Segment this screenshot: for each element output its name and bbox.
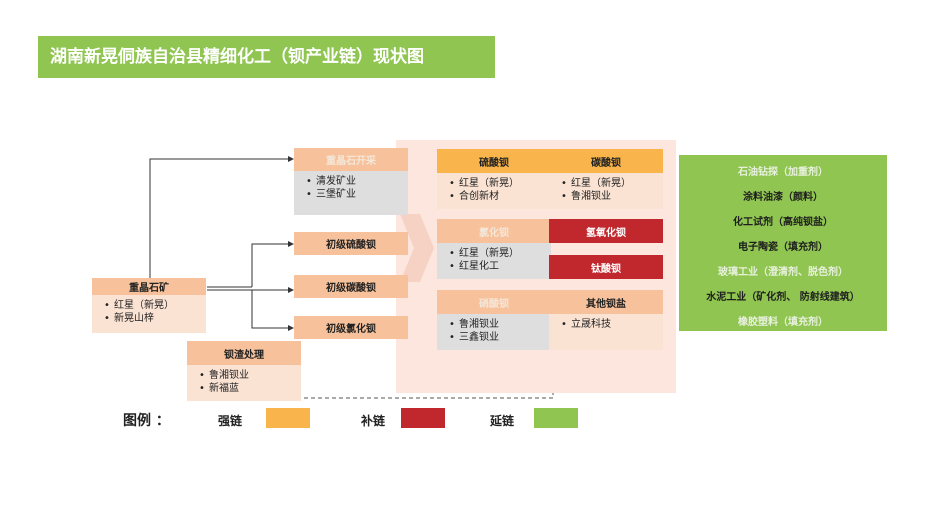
application-item: 石油钻探（加重剂） <box>738 167 828 178</box>
application-item: 化工试剂（高纯钡盐） <box>733 217 833 228</box>
other-salts-body: 立晟科技 <box>549 314 663 350</box>
list-item: 红星（新晃） <box>104 299 206 312</box>
page-title: 湖南新晃侗族自治县精细化工（钡产业链）现状图 <box>38 36 495 78</box>
list-item: 新福蓝 <box>199 382 301 395</box>
application-item: 水泥工业（矿化剂、 防射线建筑） <box>706 292 860 303</box>
list-item: 清发矿业 <box>306 175 408 188</box>
primary-carbonate-box: 初级碳酸钡 <box>294 275 408 298</box>
list-item: 立晟科技 <box>561 318 663 331</box>
other-compound-header: 硝酸钡 <box>437 290 551 314</box>
other-salts-header: 其他钡盐 <box>549 290 663 314</box>
legend-title: 图例 ： <box>123 413 170 429</box>
slag-header: 钡渣处理 <box>187 341 301 365</box>
arrow-to-primary-sulfate <box>251 241 294 287</box>
source-header: 重晶石矿 <box>92 278 206 295</box>
arrow-to-mining <box>149 156 294 281</box>
application-item: 橡胶塑料（填充剂） <box>738 317 828 328</box>
carbonate-header: 碳酸钡 <box>549 149 663 173</box>
application-item: 涂料油漆（颜料） <box>743 192 823 203</box>
sulfate-body: 红星（新晃）合创新材 <box>437 173 551 209</box>
titanate-header: 钛酸钡 <box>549 255 663 279</box>
slag-body: 鲁湘钡业新福蓝 <box>187 365 301 401</box>
list-item: 鲁湘钡业 <box>561 190 663 203</box>
arrow-to-primary-chloride <box>251 290 294 331</box>
primary-sulfate-box: 初级硫酸钡 <box>294 232 408 255</box>
application-item: 电子陶瓷（填充剂） <box>738 242 828 253</box>
list-item: 新晃山梓 <box>104 312 206 325</box>
list-item: 红星化工 <box>449 260 551 273</box>
list-item: 红星（新晃） <box>449 177 551 190</box>
list-item: 三鑫钡业 <box>449 331 551 344</box>
mining-header: 重晶石开采 <box>294 148 408 171</box>
applications-panel: 石油钻探（加重剂） 涂料油漆（颜料） 化工试剂（高纯钡盐） 电子陶瓷（填充剂） … <box>679 155 887 331</box>
list-item: 红星（新晃） <box>561 177 663 190</box>
chloride-header: 氯化钡 <box>437 219 551 243</box>
hydroxide-header: 氢氧化钡 <box>549 219 663 243</box>
legend-strong-label: 强链 <box>218 414 243 428</box>
chevron-arrow-icon <box>400 214 434 282</box>
application-item: 玻璃工业（澄清剂、脱色剂） <box>718 267 848 278</box>
legend-supplement-swatch <box>401 408 445 428</box>
legend-extend-swatch <box>534 408 578 428</box>
sulfate-header: 硫酸钡 <box>437 149 551 173</box>
legend-extend-label: 延链 <box>490 414 515 428</box>
other-compound-body: 鲁湘钡业三鑫钡业 <box>437 314 551 350</box>
legend-strong-swatch <box>266 408 310 428</box>
list-item: 鲁湘钡业 <box>449 318 551 331</box>
legend-supplement-label: 补链 <box>361 414 386 428</box>
mining-body: 清发矿业三堡矿业 <box>294 171 408 215</box>
chloride-body: 红星（新晃）红星化工 <box>437 243 551 279</box>
list-item: 三堡矿业 <box>306 188 408 201</box>
list-item: 红星（新晃） <box>449 247 551 260</box>
primary-chloride-box: 初级氯化钡 <box>294 316 408 339</box>
source-body: 红星（新晃）新晃山梓 <box>92 295 206 333</box>
carbonate-body: 红星（新晃）鲁湘钡业 <box>549 173 663 209</box>
list-item: 合创新材 <box>449 190 551 203</box>
list-item: 鲁湘钡业 <box>199 369 301 382</box>
